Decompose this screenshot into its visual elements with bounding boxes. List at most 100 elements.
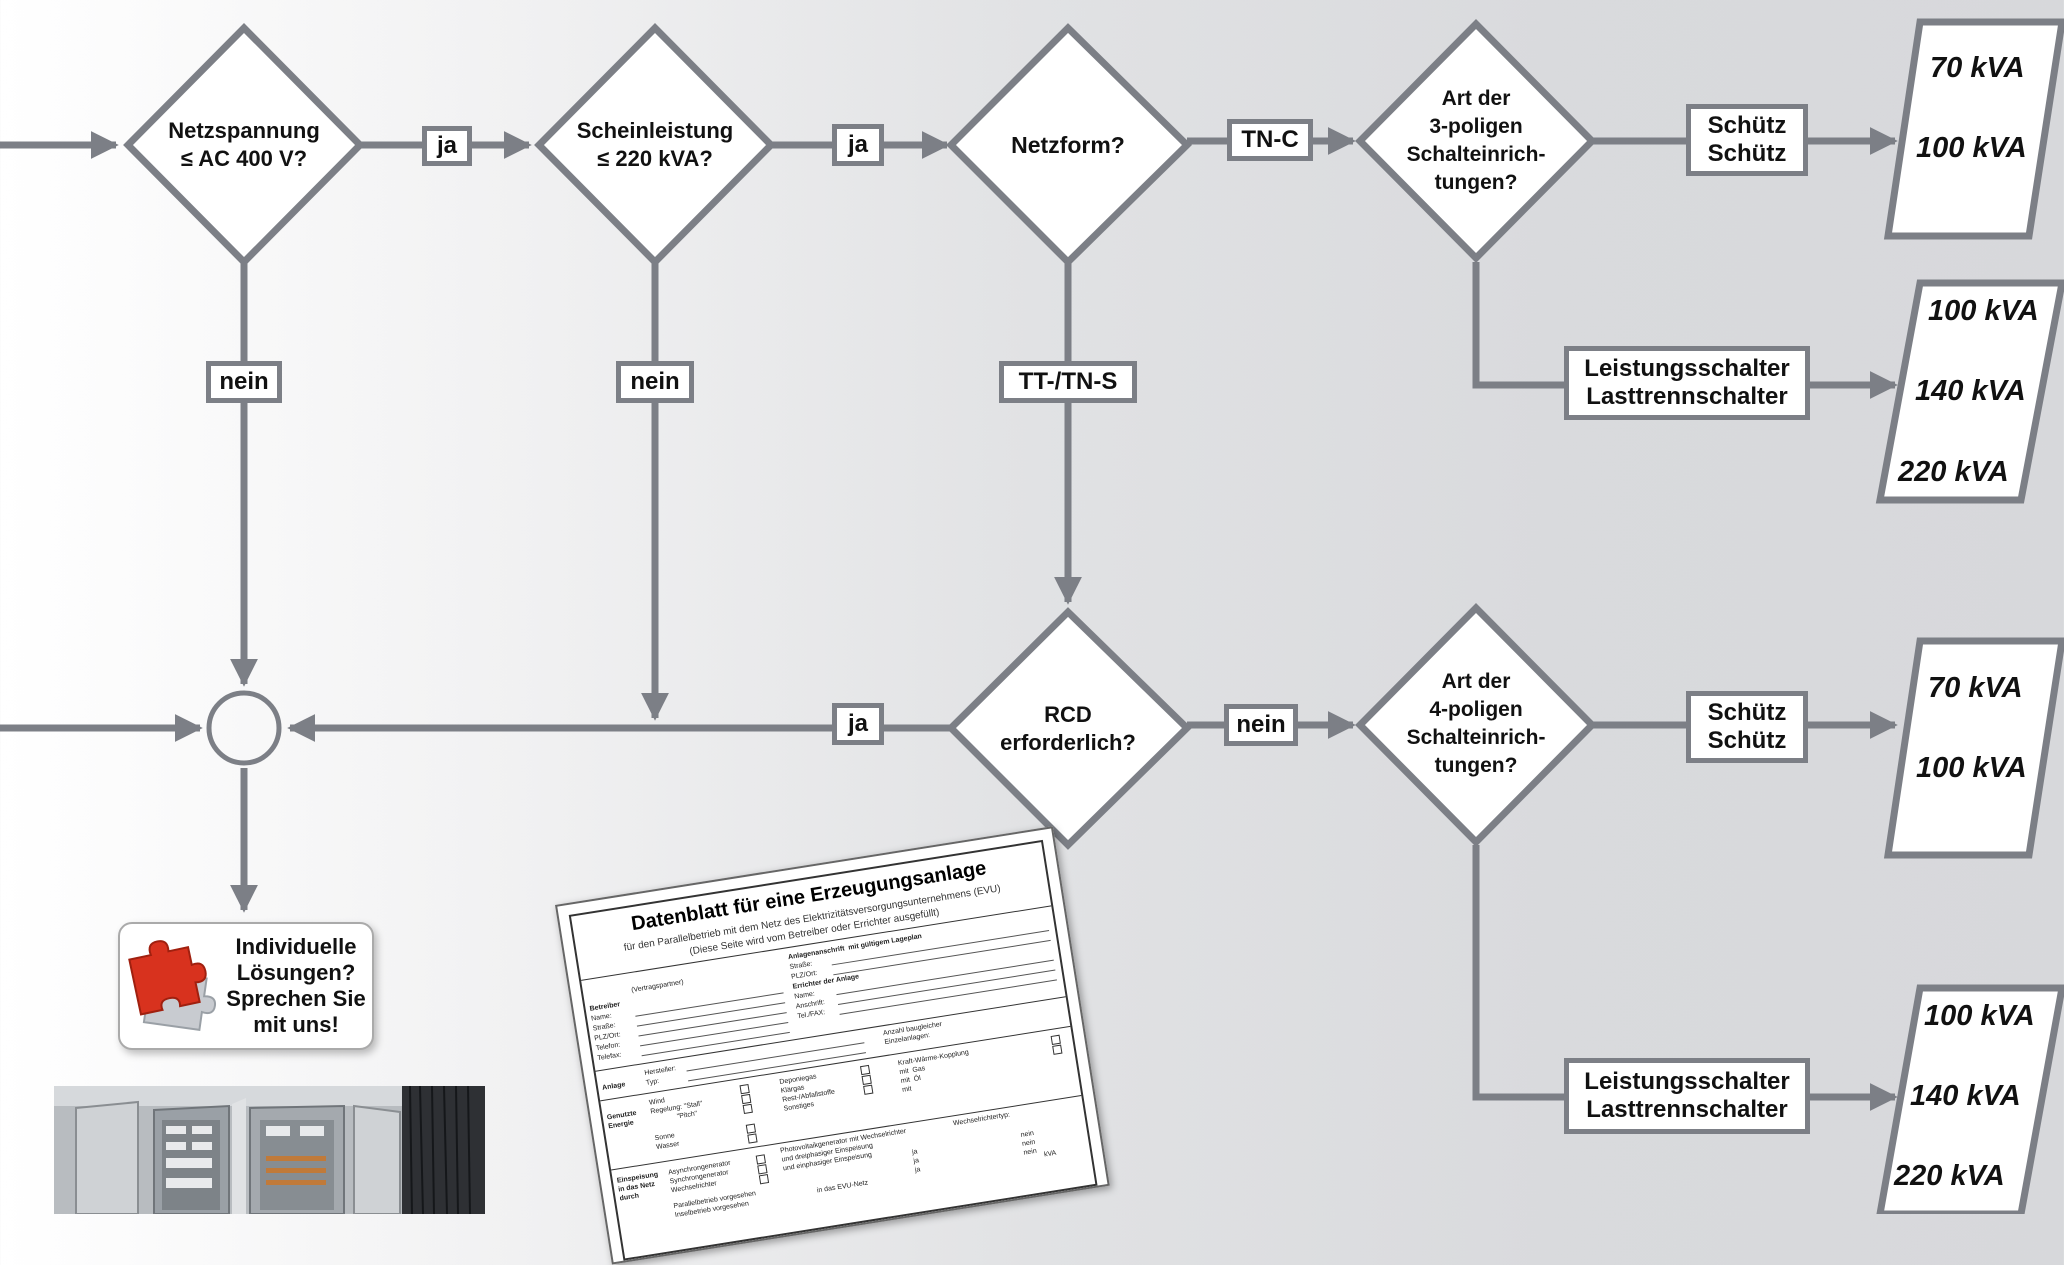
energie-options: Wind Regelung: "Stall" "Pitch" Sonne Was… <box>648 1097 703 1152</box>
decision-netzform <box>946 23 1192 267</box>
device-box-schuetz: Schütz Schütz <box>1686 104 1808 176</box>
rule <box>595 996 1066 1072</box>
field-label: Hersteller: <box>643 1065 677 1078</box>
decision-art-4pol <box>1355 603 1597 847</box>
rating-value: 140 kVA <box>1915 375 2026 407</box>
checkbox <box>863 1084 874 1095</box>
checkbox <box>757 1164 768 1175</box>
device-line: Lasttrennschalter <box>1586 1096 1788 1123</box>
callout-bubble[interactable]: Individuelle Lösungen? Sprechen Sie mit … <box>118 922 374 1050</box>
device-line: Schütz <box>1707 140 1787 167</box>
checkbox <box>859 1064 871 1076</box>
decision-line: erforderlich? <box>1000 730 1136 755</box>
decision-art-3pol <box>1355 19 1597 263</box>
callout-line: Sprechen Sie <box>226 986 366 1011</box>
rating-value: 100 kVA <box>1916 132 2027 164</box>
field-line <box>839 979 1057 1015</box>
decision-line: RCD <box>1044 702 1092 727</box>
netzform-text: Netzform? <box>968 120 1168 170</box>
decision-line: tungen? <box>1434 171 1518 194</box>
checkbox <box>745 1123 757 1134</box>
checkbox <box>739 1083 750 1095</box>
puzzle-icon <box>128 940 217 1032</box>
edge-label-tnc: TN-C <box>1227 119 1313 161</box>
rating-value: 70 kVA <box>1930 52 2025 84</box>
flowchart-lines <box>0 18 2064 1214</box>
energie-options: Deponiegas Klärgas Rest-/Abfallstoffe So… <box>778 1073 836 1113</box>
decision-line: Schalteinrich- <box>1406 143 1546 166</box>
edge-label-nein: nein <box>206 361 282 403</box>
edge-label-tt-tns: TT-/TN-S <box>999 361 1137 403</box>
einspeisung-options: Asynchrongenerator Synchrongenerator Wec… <box>667 1159 732 1195</box>
energie-label: Genutzte Energie <box>606 1109 638 1131</box>
decision-line: Art der <box>1441 670 1511 693</box>
device-line: Schütz <box>1707 699 1787 726</box>
nein-column: nein nein nein <box>1020 1129 1038 1157</box>
device-box-leistungsschalter: Leistungsschalter Lasttrennschalter <box>1564 346 1810 420</box>
rating-value: 220 kVA <box>1898 456 2009 488</box>
checkbox <box>758 1174 770 1185</box>
art-3pol-text: Art der 3-poligen Schalteinrich- tungen? <box>1376 82 1576 200</box>
ja-column: ja ja ja <box>911 1148 921 1174</box>
edge-label-ja: ja <box>832 703 884 745</box>
rating-box-1 <box>1883 18 2064 240</box>
rating-value: 140 kVA <box>1910 1080 2021 1112</box>
edge-label-ja: ja <box>832 124 884 166</box>
decision-rcd <box>946 607 1193 850</box>
checkbox <box>747 1133 758 1144</box>
line-branch-ls-bottom <box>1472 845 1568 1101</box>
decision-line: ≤ 220 kVA? <box>597 146 713 171</box>
line-branch-ls-top <box>1472 262 1568 389</box>
art-4pol-text: Art der 4-poligen Schalteinrich- tungen? <box>1376 665 1576 783</box>
photovoltaik-options: Photovoltaikgenerator mit Wechselrichter… <box>779 1127 907 1173</box>
checkbox <box>1052 1044 1063 1055</box>
decision-line: Netzform? <box>1011 132 1125 158</box>
decision-line: 3-poligen <box>1429 115 1523 138</box>
rating-value: 100 kVA <box>1924 1000 2035 1032</box>
einspeisung-label: Einspeisung in das Netz durch <box>616 1171 659 1203</box>
rating-value: 220 kVA <box>1894 1160 2005 1192</box>
rating-value: 100 kVA <box>1916 752 2027 784</box>
callout-line: mit uns! <box>253 1012 339 1037</box>
rating-box-2 <box>1875 279 2064 504</box>
device-line: Schütz <box>1707 112 1787 139</box>
device-line: Leistungsschalter <box>1584 1068 1790 1095</box>
field-line <box>836 959 1054 996</box>
edge-label-ja: ja <box>422 126 472 166</box>
decision-scheinleistung <box>534 23 776 267</box>
device-box-leistungsschalter: Leistungsschalter Lasttrennschalter <box>1564 1058 1810 1134</box>
checkbox <box>741 1093 752 1105</box>
field-label: Typ: <box>645 1077 660 1087</box>
rcd-text: RCD erforderlich? <box>968 684 1168 774</box>
kva-unit: kVA <box>1043 1149 1057 1159</box>
device-line: Lasttrennschalter <box>1586 383 1788 410</box>
checkbox <box>1050 1034 1061 1045</box>
callout-line: Lösungen? <box>236 960 356 985</box>
checkbox <box>742 1103 753 1115</box>
decision-line: 4-poligen <box>1429 698 1523 721</box>
callout-text: Individuelle Lösungen? Sprechen Sie mit … <box>220 934 372 1038</box>
device-line: Schütz <box>1707 727 1787 754</box>
junction-circle <box>206 690 282 766</box>
switch-cabinet-photo <box>54 1086 485 1214</box>
decision-line: Art der <box>1441 87 1511 110</box>
vertragspartner-label: (Vertragspartner) <box>630 978 685 995</box>
checkbox <box>755 1154 766 1165</box>
rating-box-4 <box>1876 984 2064 1214</box>
decision-line: Schalteinrich- <box>1406 726 1546 749</box>
datasheet-frame: Datenblatt für eine Erzeugungsanlage für… <box>568 839 1098 1261</box>
decision-line: Scheinleistung <box>576 118 734 143</box>
decision-netzspannung <box>123 23 365 267</box>
edge-label-nein: nein <box>1224 704 1298 746</box>
energie-options: Kraft-Wärme-Kopplung mit Gas mit Öl mit <box>897 1049 970 1094</box>
checkbox <box>861 1074 872 1086</box>
field-line <box>837 969 1056 1005</box>
rating-box-3 <box>1883 637 2064 859</box>
callout-line: Individuelle <box>235 934 357 959</box>
edge-label-nein: nein <box>616 361 694 403</box>
netzspannung-text: Netzspannung ≤ AC 400 V? <box>144 100 344 190</box>
parallelbetrieb-label: Parallelbetrieb vorgesehen Inselbetrieb … <box>673 1190 757 1219</box>
datasheet-document: Datenblatt für eine Erzeugungsanlage für… <box>555 826 1110 1265</box>
rating-value: 70 kVA <box>1928 672 2023 704</box>
rule <box>600 1025 1071 1102</box>
